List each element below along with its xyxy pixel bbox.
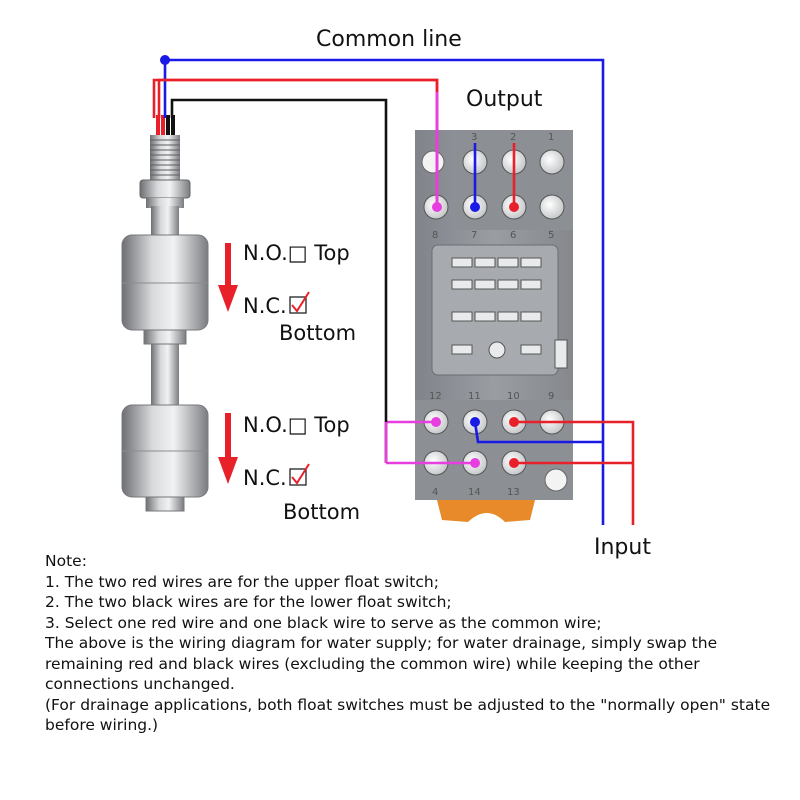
note-line-5: (For drainage applications, both float s… [45, 695, 771, 735]
pin-14: 14 [468, 487, 481, 498]
pin-11: 11 [468, 391, 481, 402]
pin-4: 4 [432, 487, 438, 498]
checkbox-checked-icon [289, 463, 310, 486]
pin-1: 1 [548, 132, 554, 143]
red-input-wire [514, 420, 635, 525]
junction-dots [160, 55, 519, 468]
down-arrow-upper-icon [218, 243, 238, 312]
pin-numbers: 3 2 1 8 7 6 5 12 11 10 9 4 14 13 [429, 132, 554, 498]
blue-common-wire [165, 58, 605, 525]
notes-block: Note: 1. The two red wires are for the u… [45, 551, 785, 736]
pin-9: 9 [548, 391, 554, 402]
float-switch [121, 115, 209, 512]
note-line-1: 1. The two red wires are for the upper f… [45, 572, 439, 591]
black-wire [170, 98, 388, 463]
no-top-label-lower: N.O.□ Top [243, 413, 350, 437]
pin-7: 7 [471, 230, 477, 241]
pin-6: 6 [510, 230, 516, 241]
pin-12: 12 [429, 391, 442, 402]
input-label: Input [594, 535, 651, 560]
nc-label-upper: N.C. [243, 294, 287, 318]
output-label: Output [466, 87, 543, 112]
pin-2: 2 [510, 132, 516, 143]
bottom-label-lower: Bottom [283, 500, 360, 524]
note-line-3: 3. Select one red wire and one black wir… [45, 613, 602, 632]
pin-5: 5 [548, 230, 554, 241]
note-line-2: 2. The two black wires are for the lower… [45, 593, 452, 611]
note-line-4: The above is the wiring diagram for wate… [45, 634, 718, 693]
no-top-label-upper: N.O.□ Top [243, 241, 350, 265]
nc-label-lower: N.C. [243, 466, 287, 490]
pin-3: 3 [471, 132, 477, 143]
pin-13: 13 [507, 487, 520, 498]
bottom-label-upper: Bottom [279, 321, 356, 345]
pin-10: 10 [507, 391, 520, 402]
checkbox-checked-icon [289, 291, 310, 314]
down-arrow-lower-icon [218, 413, 238, 484]
common-line-label: Common line [316, 27, 462, 52]
notes-heading: Note: [45, 552, 87, 570]
pin-8: 8 [432, 230, 438, 241]
